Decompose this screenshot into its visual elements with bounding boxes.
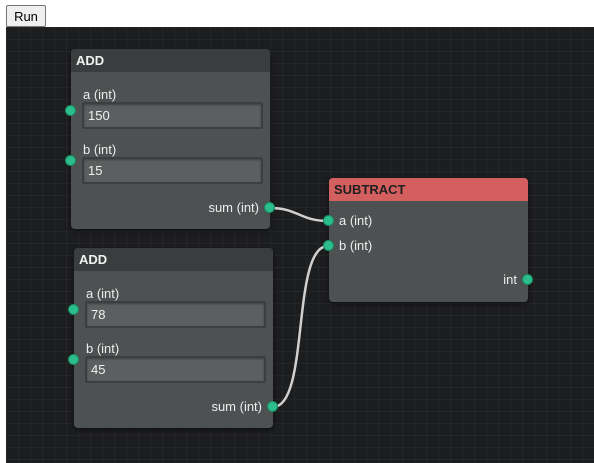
node-title: ADD	[71, 49, 270, 72]
input-b-field[interactable]	[82, 157, 263, 184]
add-node-2-input-a-socket[interactable]	[68, 304, 79, 315]
input-a-field[interactable]	[85, 301, 266, 328]
node-title: SUBTRACT	[329, 178, 528, 201]
add-node-2-output-sum-socket[interactable]	[267, 401, 278, 412]
add-node-1[interactable]: ADD a (int) b (int) sum (int)	[71, 49, 270, 229]
input-label-b: b (int)	[83, 142, 117, 157]
input-b-field[interactable]	[85, 356, 266, 383]
run-button[interactable]: Run	[6, 5, 46, 27]
input-label-a: a (int)	[339, 213, 373, 228]
input-label-b: b (int)	[86, 341, 120, 356]
input-a-field[interactable]	[82, 102, 263, 129]
connection-wire-add2-sum-to-subtract-b	[272, 244, 329, 409]
subtract-node-input-b-socket[interactable]	[323, 240, 334, 251]
output-label-sum: sum (int)	[211, 399, 262, 414]
connection-wire-add1-sum-to-subtract-a	[269, 206, 329, 223]
subtract-node-input-a-socket[interactable]	[323, 215, 334, 226]
add-node-2[interactable]: ADD a (int) b (int) sum (int)	[74, 248, 273, 428]
output-label-int: int	[503, 272, 517, 287]
node-graph-canvas[interactable]: ADD a (int) b (int) sum (int) ADD a (int…	[6, 27, 594, 463]
add-node-1-input-a-socket[interactable]	[65, 105, 76, 116]
node-title: ADD	[74, 248, 273, 271]
subtract-node-output-int-socket[interactable]	[522, 274, 533, 285]
input-label-a: a (int)	[83, 87, 117, 102]
add-node-1-input-b-socket[interactable]	[65, 155, 76, 166]
output-label-sum: sum (int)	[208, 200, 259, 215]
add-node-1-output-sum-socket[interactable]	[264, 202, 275, 213]
input-label-b: b (int)	[339, 238, 373, 253]
input-label-a: a (int)	[86, 286, 120, 301]
add-node-2-input-b-socket[interactable]	[68, 354, 79, 365]
subtract-node[interactable]: SUBTRACT a (int) b (int) int	[329, 178, 528, 302]
